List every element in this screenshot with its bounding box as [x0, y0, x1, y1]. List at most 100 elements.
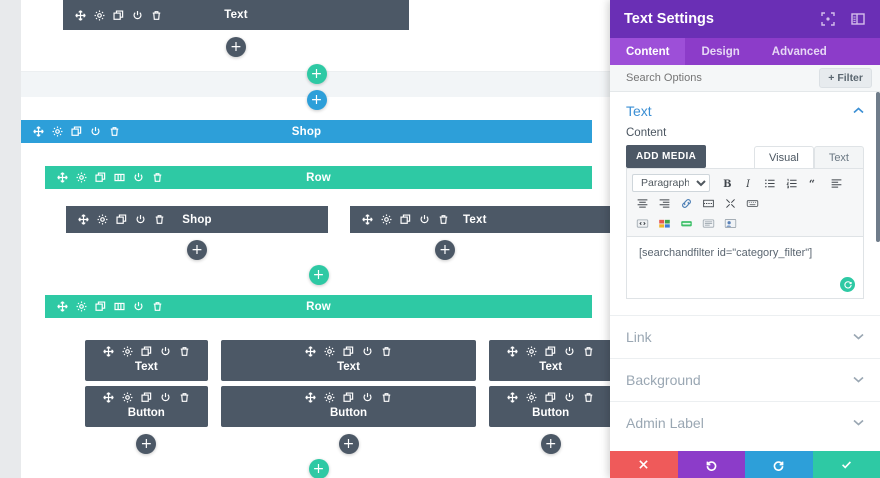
columns-icon[interactable] — [114, 301, 125, 312]
trash-icon[interactable] — [154, 214, 165, 225]
power-icon[interactable] — [132, 10, 143, 21]
align-center-icon[interactable] — [632, 194, 652, 212]
text-section-header[interactable]: Text — [610, 92, 880, 127]
tab-content[interactable]: Content — [610, 38, 686, 65]
align-right-icon[interactable] — [654, 194, 674, 212]
add-row-button[interactable]: + — [308, 459, 329, 478]
move-icon[interactable] — [362, 214, 373, 225]
shortcode-icon[interactable] — [632, 214, 652, 232]
read-more-icon[interactable] — [698, 194, 718, 212]
duplicate-icon[interactable] — [343, 346, 354, 357]
align-left-icon[interactable] — [826, 174, 846, 192]
power-icon[interactable] — [90, 126, 101, 137]
gear-icon[interactable] — [324, 346, 335, 357]
power-icon[interactable] — [135, 214, 146, 225]
module-bar-text[interactable]: Text — [63, 0, 409, 30]
add-row-button[interactable]: + — [306, 64, 327, 84]
trash-icon[interactable] — [109, 126, 120, 137]
module-tile-button[interactable]: Button — [85, 386, 208, 427]
italic-icon[interactable]: I — [738, 174, 758, 192]
paragraph-format-select[interactable]: Paragraph — [632, 174, 710, 192]
duplicate-icon[interactable] — [95, 301, 106, 312]
search-input[interactable] — [626, 72, 820, 84]
panel-options-scroll[interactable]: Text Content ADD MEDIA Visual Text Parag… — [610, 92, 880, 451]
filter-button[interactable]: + Filter — [819, 68, 872, 88]
power-icon[interactable] — [133, 301, 144, 312]
move-icon[interactable] — [78, 214, 89, 225]
chevron-up-icon[interactable] — [853, 105, 864, 117]
panel-scrollbar[interactable] — [876, 92, 880, 242]
power-icon[interactable] — [564, 346, 575, 357]
duplicate-icon[interactable] — [400, 214, 411, 225]
row-bar[interactable]: Row — [45, 295, 592, 318]
user-icon[interactable] — [720, 214, 740, 232]
add-media-button[interactable]: ADD MEDIA — [626, 145, 707, 168]
form-icon[interactable] — [698, 214, 718, 232]
module-tile-button[interactable]: Button — [220, 386, 477, 427]
cancel-button[interactable] — [610, 451, 678, 478]
redo-button[interactable] — [745, 451, 813, 478]
move-icon[interactable] — [507, 392, 518, 403]
gear-icon[interactable] — [76, 172, 87, 183]
focus-icon[interactable] — [820, 11, 836, 27]
add-module-button[interactable]: + — [338, 434, 359, 454]
module-bar-shop[interactable]: Shop — [66, 206, 328, 233]
editor-content-area[interactable]: [searchandfilter id="category_filter"] — [626, 237, 864, 299]
add-module-button[interactable]: + — [435, 240, 455, 260]
duplicate-icon[interactable] — [343, 392, 354, 403]
add-module-button[interactable]: + — [540, 434, 561, 454]
duplicate-icon[interactable] — [141, 392, 152, 403]
power-icon[interactable] — [564, 392, 575, 403]
move-icon[interactable] — [75, 9, 86, 21]
gear-icon[interactable] — [122, 346, 133, 357]
duplicate-icon[interactable] — [545, 392, 556, 403]
trash-icon[interactable] — [583, 346, 594, 357]
move-icon[interactable] — [103, 392, 114, 403]
move-icon[interactable] — [57, 172, 68, 183]
gear-icon[interactable] — [76, 301, 87, 312]
move-icon[interactable] — [507, 346, 518, 357]
trash-icon[interactable] — [152, 172, 163, 183]
gear-icon[interactable] — [381, 214, 392, 225]
duplicate-icon[interactable] — [116, 214, 127, 225]
chevron-down-icon[interactable] — [853, 417, 864, 429]
move-icon[interactable] — [305, 392, 316, 403]
numbered-list-icon[interactable] — [782, 174, 802, 192]
trash-icon[interactable] — [381, 346, 392, 357]
tab-design[interactable]: Design — [701, 45, 740, 58]
table-icon[interactable] — [654, 214, 674, 232]
bulleted-list-icon[interactable] — [760, 174, 780, 192]
module-tile-button[interactable]: Button — [489, 386, 612, 427]
trash-icon[interactable] — [179, 392, 190, 403]
trash-icon[interactable] — [381, 392, 392, 403]
power-icon[interactable] — [160, 392, 171, 403]
trash-icon[interactable] — [583, 392, 594, 403]
columns-icon[interactable] — [114, 172, 125, 183]
duplicate-icon[interactable] — [113, 9, 124, 21]
module-tile-text[interactable]: Text — [489, 340, 612, 381]
row-bar[interactable]: Row — [45, 166, 592, 189]
power-icon[interactable] — [160, 346, 171, 357]
add-module-button[interactable]: + — [187, 240, 207, 260]
keyboard-shortcuts-icon[interactable] — [742, 194, 762, 212]
tab-text[interactable]: Text — [813, 146, 864, 168]
layout-panel-icon[interactable] — [850, 11, 866, 27]
accordion-background[interactable]: Background — [610, 358, 880, 401]
gear-icon[interactable] — [526, 346, 537, 357]
chevron-down-icon[interactable] — [853, 331, 864, 343]
trash-icon[interactable] — [179, 346, 190, 357]
duplicate-icon[interactable] — [545, 346, 556, 357]
section-bar-shop[interactable]: Shop — [21, 120, 592, 143]
bold-icon[interactable]: B — [716, 174, 736, 192]
fullscreen-icon[interactable] — [720, 194, 740, 212]
trash-icon[interactable] — [438, 214, 449, 225]
reload-icon[interactable] — [840, 277, 855, 292]
move-icon[interactable] — [57, 301, 68, 312]
module-tile-text[interactable]: Text — [220, 340, 477, 381]
power-icon[interactable] — [419, 214, 430, 225]
duplicate-icon[interactable] — [95, 172, 106, 183]
trash-icon[interactable] — [151, 10, 162, 21]
gear-icon[interactable] — [526, 392, 537, 403]
save-button[interactable] — [812, 451, 880, 478]
button-icon[interactable] — [676, 214, 696, 232]
